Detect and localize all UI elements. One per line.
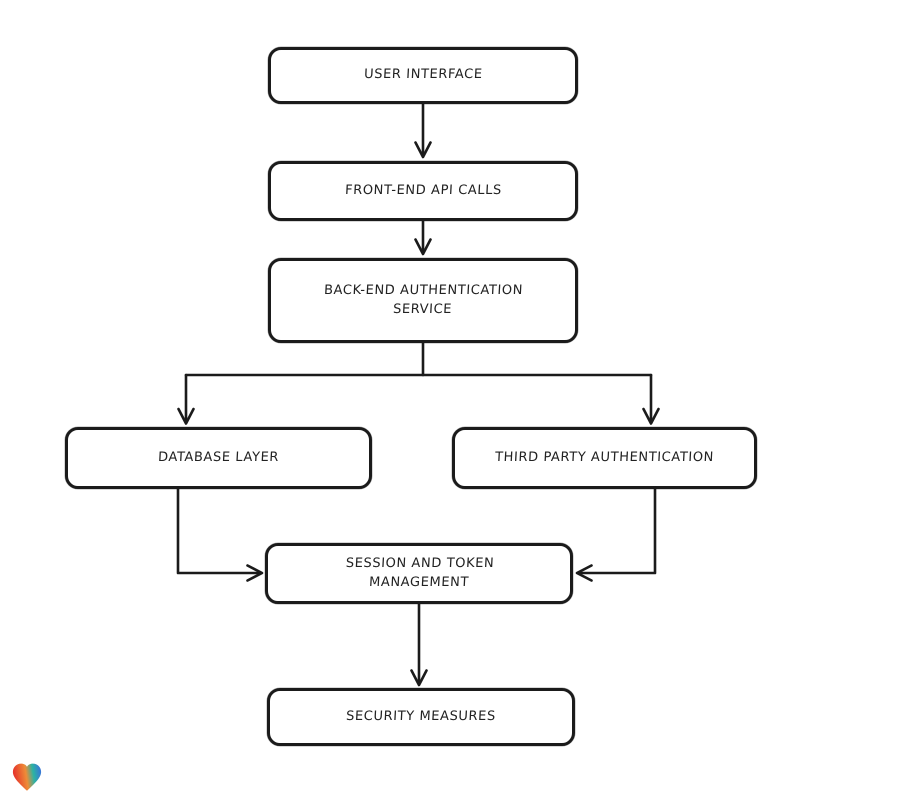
node-back-end-authentication-service[interactable]: BACK-END AUTHENTICATION SERVICE: [268, 258, 578, 343]
edge-ui-to-frontend: [414, 102, 432, 159]
node-security-measures[interactable]: SECURITY MEASURES: [267, 688, 575, 746]
node-session-and-token-management[interactable]: SESSION AND TOKEN MANAGEMENT: [265, 543, 573, 604]
node-label: THIRD PARTY AUTHENTICATION: [494, 449, 715, 465]
edge-database-to-session: [176, 487, 264, 582]
node-label: FRONT-END API CALLS: [344, 182, 502, 198]
edge-session-to-security: [410, 602, 428, 687]
node-label: BACK-END AUTHENTICATION SERVICE: [323, 282, 524, 317]
node-user-interface[interactable]: USER INTERFACE: [268, 47, 578, 104]
edge-thirdparty-to-session: [575, 487, 657, 582]
node-third-party-authentication[interactable]: THIRD PARTY AUTHENTICATION: [452, 427, 757, 489]
node-label: USER INTERFACE: [363, 67, 483, 83]
eraser-heart-logo[interactable]: [9, 759, 45, 795]
node-label: SESSION AND TOKEN MANAGEMENT: [344, 555, 495, 590]
node-database-layer[interactable]: DATABASE LAYER: [65, 427, 372, 489]
node-front-end-api-calls[interactable]: FRONT-END API CALLS: [268, 161, 578, 221]
edge-frontend-to-backend: [414, 219, 432, 256]
edge-backend-split: [177, 341, 660, 425]
heart-icon: [12, 763, 42, 791]
node-label: SECURITY MEASURES: [345, 708, 497, 724]
node-label: DATABASE LAYER: [157, 449, 280, 465]
